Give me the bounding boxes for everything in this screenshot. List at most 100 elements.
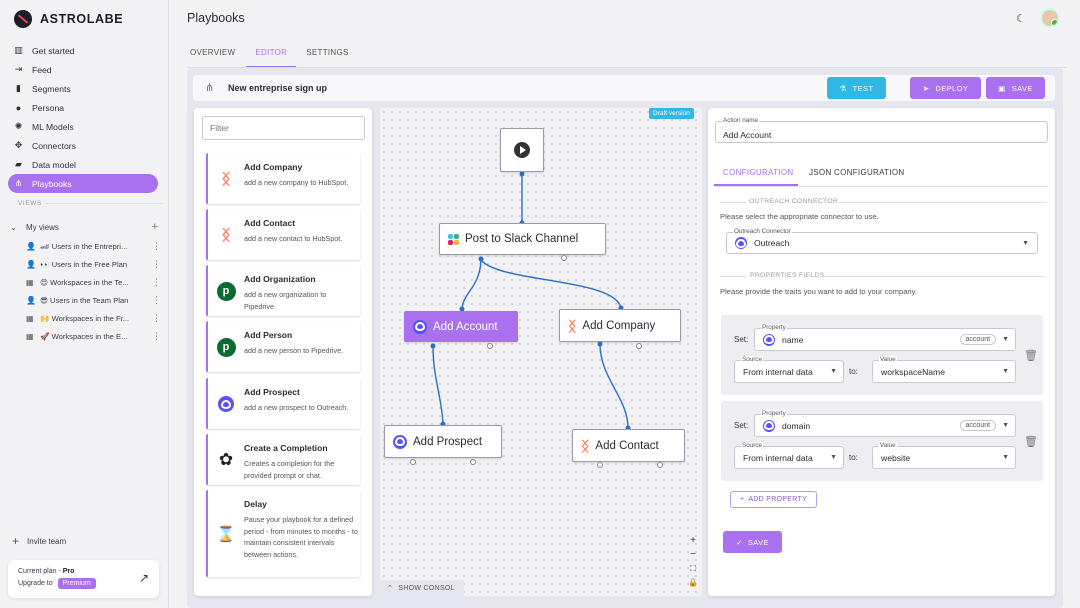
view-label: 😍 Workspaces in the Te...: [40, 277, 129, 287]
sidebar-item-connectors[interactable]: ✥Connectors: [8, 136, 158, 155]
node-post-to-slack[interactable]: Post to Slack Channel: [439, 223, 606, 255]
flow-name[interactable]: New entreprise sign up: [228, 83, 328, 93]
node-port[interactable]: [410, 459, 416, 465]
delete-icon[interactable]: 🗑: [1024, 350, 1038, 362]
tab-settings[interactable]: SETTINGS: [306, 48, 349, 57]
action-card-add-organization[interactable]: p Add Organization add a new organizatio…: [206, 265, 360, 316]
chevron-down-icon[interactable]: ⌄: [10, 222, 17, 232]
node-add-prospect[interactable]: Add Prospect: [384, 425, 502, 458]
show-console-button[interactable]: ⌃ SHOW CONSOL: [378, 580, 464, 596]
source-value: From internal data: [743, 366, 813, 377]
node-add-contact[interactable]: ᛝ Add Contact: [572, 429, 685, 462]
brand[interactable]: ASTROLABE: [14, 10, 123, 28]
view-item[interactable]: ▦🙌 Workspaces in the Fr...⋮: [26, 309, 161, 327]
action-card-name: Add Organization: [244, 274, 316, 284]
node-port[interactable]: [636, 343, 642, 349]
property-select[interactable]: Property domain account ▼: [754, 410, 1016, 437]
panel-save-button[interactable]: ✓ SAVE: [723, 531, 782, 553]
view-item[interactable]: ▦🚀 Workspaces in the E...⋮: [26, 327, 161, 345]
action-card-add-contact[interactable]: ᛝ Add Contact add a new contact to HubSp…: [206, 209, 360, 260]
dark-mode-icon[interactable]: ☾: [1016, 13, 1026, 25]
action-card-add-company[interactable]: ᛝ Add Company add a new company to HubSp…: [206, 153, 360, 204]
plus-icon: +: [739, 496, 745, 503]
action-card-add-person[interactable]: p Add Person add a new person to Pipedri…: [206, 321, 360, 372]
divider: [720, 202, 746, 203]
flask-icon: ⚗: [839, 83, 847, 93]
fit-view-icon[interactable]: ⛶: [690, 564, 696, 573]
divider: [838, 202, 1046, 203]
more-vert-icon[interactable]: ⋮: [152, 276, 161, 287]
invite-team-label: Invite team: [27, 536, 67, 546]
more-vert-icon[interactable]: ⋮: [152, 312, 161, 323]
outreach-icon: [216, 394, 236, 414]
tab-json-configuration[interactable]: JSON CONFIGURATION: [809, 168, 905, 177]
node-label: Add Prospect: [413, 435, 483, 448]
zoom-out-icon[interactable]: −: [690, 549, 696, 560]
more-vert-icon[interactable]: ⋮: [152, 330, 161, 341]
action-card-create-completion[interactable]: ✿ Create a Completion Creates a completi…: [206, 434, 360, 485]
node-port[interactable]: [657, 462, 663, 468]
sidebar-item-persona[interactable]: ●Persona: [8, 98, 158, 117]
action-card-add-prospect[interactable]: Add Prospect add a new prospect to Outre…: [206, 378, 360, 429]
zoom-in-icon[interactable]: +: [690, 535, 696, 546]
node-add-account[interactable]: Add Account: [404, 311, 518, 342]
test-button[interactable]: ⚗TEST: [827, 77, 886, 99]
lock-icon[interactable]: 🔒: [688, 578, 698, 587]
node-port[interactable]: [487, 343, 493, 349]
deploy-button[interactable]: ➤DEPLOY: [910, 77, 981, 99]
source-select[interactable]: Source From internal data ▼: [734, 356, 844, 383]
avatar[interactable]: [1040, 8, 1060, 28]
action-card-name: Add Person: [244, 330, 293, 340]
premium-badge[interactable]: Premium: [57, 578, 96, 589]
divider: [45, 203, 163, 204]
arrow-up-right-icon[interactable]: ↗: [138, 571, 149, 585]
outreach-connector-select[interactable]: Outreach Connector Outreach ▼: [726, 228, 1038, 254]
action-card-desc: add a new prospect to Outreach.: [244, 403, 349, 412]
view-item[interactable]: 👤😎 Users in the Team Plan⋮: [26, 291, 161, 309]
filter-input[interactable]: [202, 116, 365, 140]
node-port[interactable]: [561, 255, 567, 261]
tab-overview[interactable]: OVERVIEW: [190, 48, 236, 57]
source-select[interactable]: Source From internal data ▼: [734, 442, 844, 469]
property-select[interactable]: Property name account ▼: [754, 324, 1016, 351]
sidebar-item-label: Feed: [32, 64, 52, 75]
delete-icon[interactable]: 🗑: [1024, 436, 1038, 448]
my-views-header[interactable]: ⌄ My views +: [10, 221, 158, 233]
view-item[interactable]: 👤👀 Users in the Free Plan⋮: [26, 255, 161, 273]
view-item[interactable]: ▦😍 Workspaces in the Te...⋮: [26, 273, 161, 291]
tab-configuration[interactable]: CONFIGURATION: [723, 168, 794, 177]
openai-icon: ✿: [218, 450, 234, 469]
edge-slack-company: [480, 259, 622, 309]
node-port[interactable]: [597, 462, 603, 468]
more-vert-icon[interactable]: ⋮: [152, 258, 161, 269]
node-port[interactable]: [470, 459, 476, 465]
sidebar-item-playbooks[interactable]: ⋔Playbooks: [8, 174, 158, 193]
action-card-delay[interactable]: ⌛ Delay Pause your playbook for a define…: [206, 490, 360, 577]
save-button[interactable]: ▣SAVE: [986, 77, 1045, 99]
user-icon: 👤: [26, 259, 36, 269]
action-name-field[interactable]: Action name Add Account: [715, 117, 1048, 143]
account-tag: account: [959, 420, 997, 431]
dropdown-caret-icon: ▼: [1002, 422, 1009, 429]
node-add-company[interactable]: ᛝ Add Company: [559, 309, 681, 342]
view-item[interactable]: 👤🏎 Users in the Entrepri...⋮: [26, 237, 161, 255]
sidebar-nav: ▥Get started ⇥Feed ▮Segments ●Persona ✺M…: [8, 41, 158, 193]
more-vert-icon[interactable]: ⋮: [152, 240, 161, 251]
sidebar-item-ml-models[interactable]: ✺ML Models: [8, 117, 158, 136]
tab-editor[interactable]: EDITOR: [246, 47, 297, 68]
action-card-desc: Pause your playbook for a defined period…: [244, 515, 358, 559]
invite-team-button[interactable]: + Invite team: [12, 534, 66, 548]
more-vert-icon[interactable]: ⋮: [152, 294, 161, 305]
value-select[interactable]: Value website ▼: [872, 442, 1016, 469]
sidebar-item-feed[interactable]: ⇥Feed: [8, 60, 158, 79]
start-node[interactable]: [500, 128, 544, 172]
add-property-button[interactable]: + ADD PROPERTY: [730, 491, 817, 508]
sidebar-item-segments[interactable]: ▮Segments: [8, 79, 158, 98]
sidebar-item-data-model[interactable]: ▰Data model: [8, 155, 158, 174]
brand-name: ASTROLABE: [40, 12, 124, 26]
value-select[interactable]: Value workspaceName ▼: [872, 356, 1016, 383]
add-view-icon[interactable]: +: [151, 221, 158, 233]
outreach-icon: [763, 333, 775, 346]
sidebar-item-get-started[interactable]: ▥Get started: [8, 41, 158, 60]
hubspot-icon: ᛝ: [581, 437, 590, 454]
